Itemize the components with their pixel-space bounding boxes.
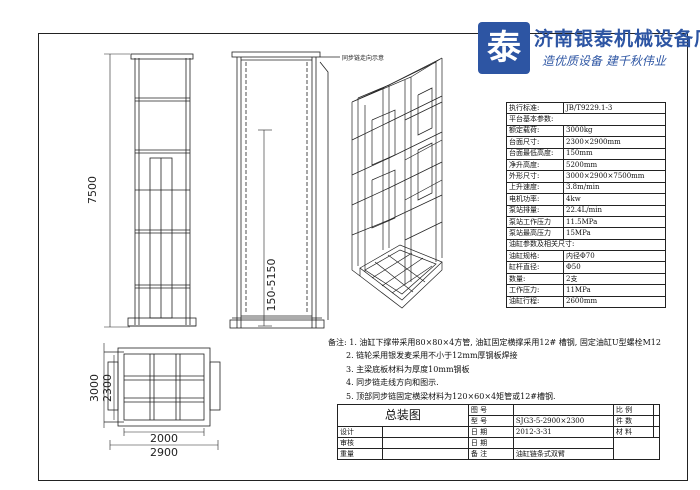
- plan-dimensions: [103, 343, 219, 450]
- company-logo: 泰 济南银泰机械设备厂 造优质设备 建千秋伟业: [478, 22, 700, 78]
- table-row: 外形尺寸:3000×2900×7500mm: [506, 170, 666, 183]
- side-elevation: [229, 51, 340, 329]
- table-row: 重量 备 注 油缸链条式双臂: [337, 448, 660, 460]
- plan-depth-dim-label: 3000: [88, 374, 101, 402]
- table-row: 油缸行程:2600mm: [506, 295, 666, 309]
- table-row: 上升速度:3.8m/min: [506, 181, 666, 195]
- height-dimension: [104, 53, 130, 328]
- table-row: 净升高度:5200mm: [506, 158, 666, 172]
- company-name: 济南银泰机械设备厂: [534, 28, 700, 50]
- table-row: 设计 日 期 2012-3-31 材 料: [337, 426, 661, 438]
- table-row: 审核 日 期: [337, 437, 661, 460]
- note-3: 3. 主梁底板材料为厚度10mm钢板: [346, 364, 470, 374]
- note-1: 备注: 1. 油缸下撑带采用80×80×4方管, 油缸固定横撑采用12# 槽钢,…: [328, 338, 661, 347]
- table-row: 平台基本参数:: [506, 113, 666, 126]
- drawing-title: 总装图: [337, 404, 469, 427]
- note-2: 2. 链轮采用银发麦采用不小于12mm厚钢板焊接: [346, 351, 518, 361]
- chain-callout-label: 同步链走向示意: [342, 54, 384, 62]
- drawing-border: [38, 33, 688, 481]
- front-elevation: [127, 53, 197, 327]
- table-row: 台面尺寸:2300×2900mm: [506, 136, 666, 149]
- lift-dim-label: 150-5150: [265, 259, 278, 312]
- note-5: 5. 顶部同步链固定横梁材料为120×60×4矩管或12#槽钢.: [346, 391, 556, 401]
- table-row: 油缸参数及相关尺寸:: [506, 238, 666, 252]
- parameter-table: 执行标准:JB/T9229.1-3 平台基本参数: 额定载荷:3000kg 台面…: [506, 101, 666, 309]
- table-row: 额定载荷:3000kg: [506, 124, 666, 138]
- plan-width-dim-label: 2900: [150, 446, 178, 459]
- table-row: 电机功率:4kw: [506, 193, 666, 206]
- company-slogan: 造优质设备 建千秋伟业: [542, 54, 666, 68]
- plan-view: [104, 347, 221, 427]
- table-row: 工作压力:11MPa: [506, 284, 666, 297]
- isometric-view: [351, 57, 443, 309]
- table-row: 泵站排量:22.4L/min: [506, 204, 666, 217]
- table-row: 数量:2支: [506, 272, 666, 286]
- lift-dimension: [258, 129, 272, 327]
- note-4: 4. 同步链走线方向和图示.: [346, 378, 439, 388]
- table-row: 油缸规格:内径Φ70: [506, 250, 666, 263]
- table-row: 总装图 图 号 比 例: [337, 404, 661, 427]
- table-row: 型 号 SJG3-5-2900×2300 件 数: [338, 415, 661, 427]
- title-block: 总装图 图 号 比 例 型 号 SJG3-5-2900×2300 件 数 设计 …: [337, 404, 661, 460]
- plan-width-inner-dim-label: 2000: [150, 432, 178, 445]
- table-row: 缸杆直径:Φ50: [506, 261, 666, 274]
- table-row: 台面最低高度:150mm: [506, 147, 666, 160]
- height-dim-label: 7500: [86, 176, 99, 204]
- plan-depth-inner-dim-label: 2300: [101, 374, 114, 402]
- drawing-notes: 备注: 1. 油缸下撑带采用80×80×4方管, 油缸固定横撑采用12# 槽钢,…: [328, 336, 661, 403]
- table-row: 执行标准:JB/T9229.1-3: [506, 101, 666, 115]
- logo-mark-icon: 泰: [478, 22, 530, 74]
